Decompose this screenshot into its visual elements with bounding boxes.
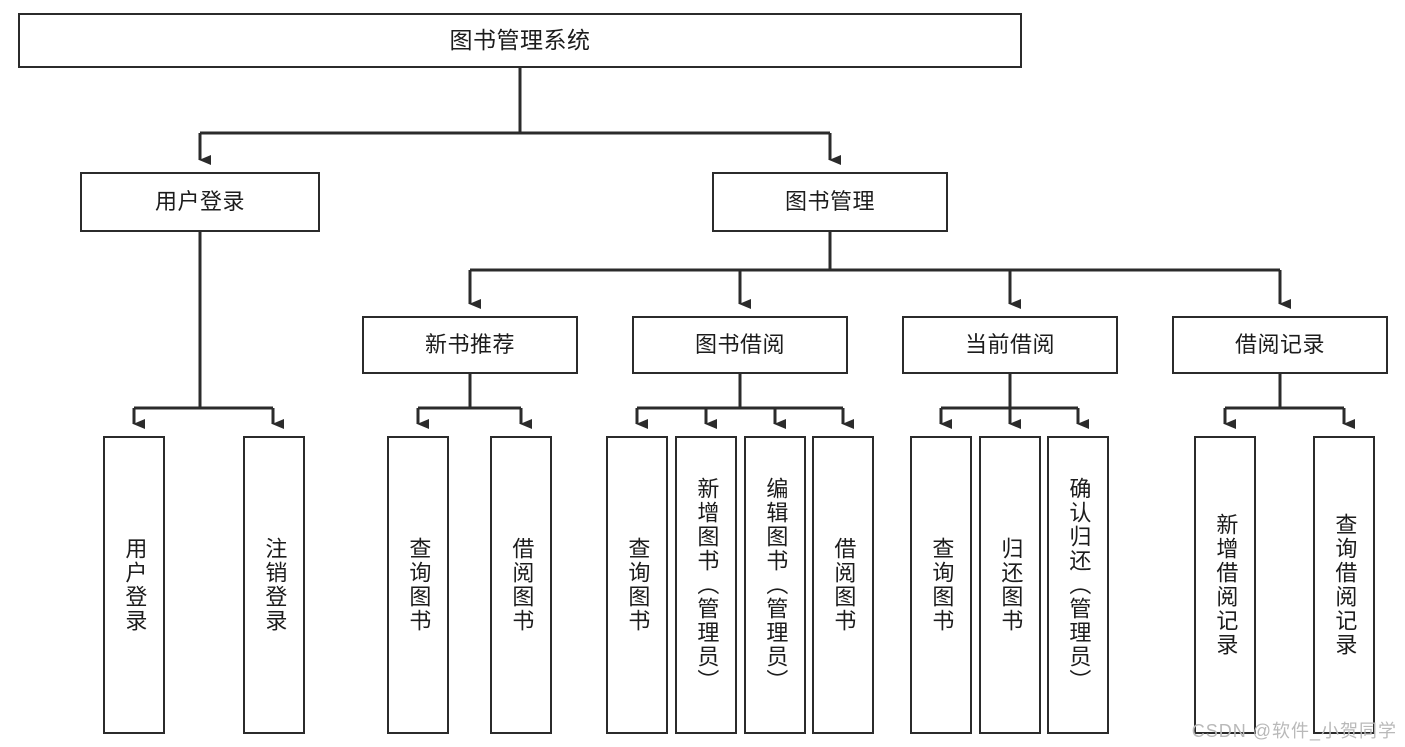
node-label: 查询借阅记录 xyxy=(1332,513,1358,657)
node-leaf-borrow-book-1[interactable]: 借阅图书 xyxy=(490,436,552,734)
node-leaf-confirm-return[interactable]: 确认归还（管理员） xyxy=(1047,436,1109,734)
node-label: 用户登录 xyxy=(154,188,245,214)
node-new-book-recommend[interactable]: 新书推荐 xyxy=(362,316,578,374)
node-leaf-logout[interactable]: 注销登录 xyxy=(243,436,305,734)
node-label: 图书管理 xyxy=(784,188,875,214)
node-label: 注销登录 xyxy=(262,537,288,633)
node-label: 归还图书 xyxy=(998,537,1024,633)
node-leaf-query-book-3[interactable]: 查询图书 xyxy=(910,436,972,734)
node-label: 借阅图书 xyxy=(831,537,857,633)
node-book-manage[interactable]: 图书管理 xyxy=(712,172,948,232)
node-label: 借阅记录 xyxy=(1234,331,1325,357)
node-leaf-add-book[interactable]: 新增图书（管理员） xyxy=(675,436,737,734)
node-leaf-query-book-2[interactable]: 查询图书 xyxy=(606,436,668,734)
node-label: 图书管理系统 xyxy=(449,26,591,53)
node-leaf-user-login[interactable]: 用户登录 xyxy=(103,436,165,734)
node-label: 查询图书 xyxy=(625,537,651,633)
node-label: 确认归还（管理员） xyxy=(1066,477,1092,693)
node-label: 新增借阅记录 xyxy=(1213,513,1239,657)
node-book-borrow[interactable]: 图书借阅 xyxy=(632,316,848,374)
node-leaf-query-record[interactable]: 查询借阅记录 xyxy=(1313,436,1375,734)
node-borrow-record[interactable]: 借阅记录 xyxy=(1172,316,1388,374)
node-leaf-query-book-1[interactable]: 查询图书 xyxy=(387,436,449,734)
node-root-图书管理系统[interactable]: 图书管理系统 xyxy=(18,13,1022,68)
node-label: 编辑图书（管理员） xyxy=(763,477,789,693)
node-label: 查询图书 xyxy=(406,537,432,633)
node-leaf-edit-book[interactable]: 编辑图书（管理员） xyxy=(744,436,806,734)
node-label: 当前借阅 xyxy=(964,331,1055,357)
node-label: 借阅图书 xyxy=(509,537,535,633)
node-label: 图书借阅 xyxy=(694,331,785,357)
node-current-borrow[interactable]: 当前借阅 xyxy=(902,316,1118,374)
node-label: 新书推荐 xyxy=(424,331,515,357)
node-label: 查询图书 xyxy=(929,537,955,633)
node-leaf-add-record[interactable]: 新增借阅记录 xyxy=(1194,436,1256,734)
node-user-login[interactable]: 用户登录 xyxy=(80,172,320,232)
node-label: 用户登录 xyxy=(122,537,148,633)
node-leaf-return-book[interactable]: 归还图书 xyxy=(979,436,1041,734)
node-leaf-borrow-book-2[interactable]: 借阅图书 xyxy=(812,436,874,734)
node-label: 新增图书（管理员） xyxy=(694,477,720,693)
